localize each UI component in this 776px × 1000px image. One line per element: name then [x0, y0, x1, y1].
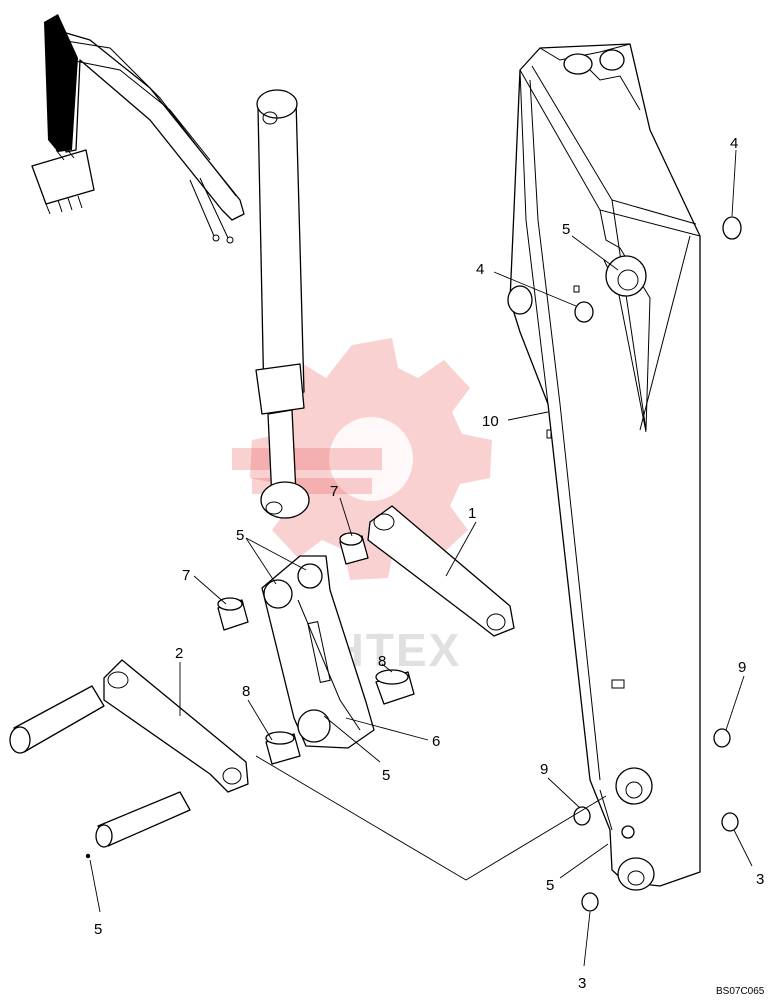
o-ring-3-right: [721, 812, 739, 832]
callout-5c: 5: [382, 767, 390, 784]
callout-5b: 5: [236, 527, 244, 544]
pin-upper: [9, 685, 105, 754]
bushing-7-upper: [339, 532, 369, 565]
watermark-logo: [232, 338, 492, 580]
callout-3b: 3: [578, 975, 586, 992]
callout-7b: 7: [182, 567, 190, 584]
callout-8a: 8: [378, 653, 386, 670]
leader-lines: [89, 149, 753, 967]
callout-2: 2: [175, 645, 183, 662]
link-part-2: [103, 659, 249, 793]
callout-4b: 4: [476, 261, 484, 278]
callout-5a: 5: [562, 221, 570, 238]
callout-5e: 5: [546, 877, 554, 894]
callout-6: 6: [432, 733, 440, 750]
pin-lower: [95, 791, 191, 848]
callout-10: 10: [482, 413, 499, 430]
callout-7a: 7: [330, 483, 338, 500]
arm-boom: [507, 43, 701, 891]
grease-fitting-dot: [85, 853, 91, 859]
link-part-1: [367, 505, 515, 637]
bushing-7-lower: [217, 597, 249, 631]
bushing-8-right: [375, 669, 415, 705]
bushing-8-left: [265, 731, 301, 765]
callout-4a: 4: [730, 135, 738, 152]
o-ring-9-left: [573, 806, 591, 826]
o-ring-9-right: [713, 728, 731, 748]
callout-9b: 9: [540, 761, 548, 778]
callout-8b: 8: [242, 683, 250, 700]
excavator-overview-inset: [31, 14, 245, 244]
callout-3a: 3: [756, 871, 764, 888]
o-ring-3-left: [581, 892, 599, 912]
callout-1: 1: [468, 505, 476, 522]
callout-9a: 9: [738, 659, 746, 676]
link-part-6: [261, 555, 375, 749]
o-ring-4-left: [574, 301, 594, 323]
callout-5d: 5: [94, 921, 102, 938]
figure-code: BS07C065: [716, 986, 765, 997]
o-ring-4-upper: [722, 216, 742, 240]
hydraulic-cylinder: [255, 89, 310, 519]
